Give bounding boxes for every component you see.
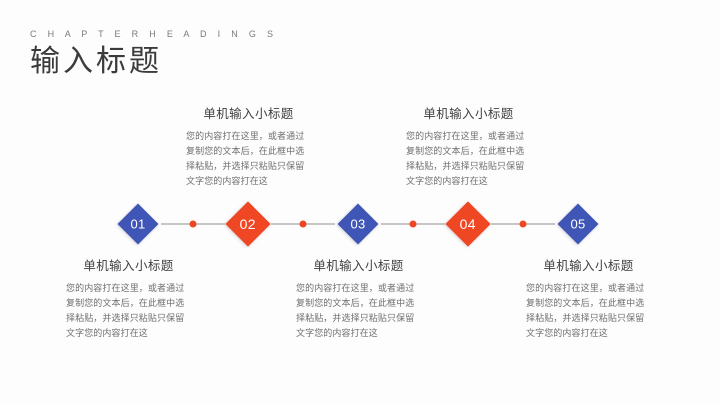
timeline-node-05-number: 05: [570, 216, 586, 232]
content-block-bottom-1-heading: 单机输入小标题: [83, 259, 174, 273]
content-block-bottom-3: 单机输入小标题 您的内容打在这里，或者通过复制您的文本后，在此框中选择粘贴，并选…: [526, 258, 651, 341]
timeline-node-01-number: 01: [130, 216, 146, 232]
content-block-bottom-2-body: 您的内容打在这里，或者通过复制您的文本后，在此框中选择粘贴，并选择只粘贴只保留文…: [296, 283, 415, 338]
content-block-bottom-1: 单机输入小标题 您的内容打在这里，或者通过复制您的文本后，在此框中选择粘贴，并选…: [66, 258, 191, 341]
content-block-bottom-2-heading: 单机输入小标题: [313, 259, 404, 273]
timeline-dot-2: [299, 220, 307, 228]
content-block-top-1-heading: 单机输入小标题: [203, 107, 294, 121]
content-block-bottom-2: 单机输入小标题 您的内容打在这里，或者通过复制您的文本后，在此框中选择粘贴，并选…: [296, 258, 421, 341]
timeline-node-04[interactable]: 04: [445, 201, 491, 247]
content-block-top-1: 单机输入小标题 您的内容打在这里，或者通过复制您的文本后，在此框中选择粘贴，并选…: [186, 106, 311, 189]
content-block-top-2-body: 您的内容打在这里，或者通过复制您的文本后，在此框中选择粘贴，并选择只粘贴只保留文…: [406, 131, 525, 186]
timeline-dot-3: [409, 220, 417, 228]
content-block-bottom-3-body: 您的内容打在这里，或者通过复制您的文本后，在此框中选择粘贴，并选择只粘贴只保留文…: [526, 283, 645, 338]
timeline-node-02-number: 02: [239, 215, 257, 232]
timeline-node-01[interactable]: 01: [117, 203, 159, 245]
timeline-node-04-number: 04: [459, 215, 477, 232]
timeline-node-05[interactable]: 05: [557, 203, 599, 245]
chapter-eyebrow-label: C H A P T E R H E A D I N G S: [30, 29, 278, 39]
content-block-bottom-3-heading: 单机输入小标题: [543, 259, 634, 273]
slide-header: C H A P T E R H E A D I N G S 输入标题: [30, 28, 277, 79]
content-block-top-2-heading: 单机输入小标题: [423, 107, 514, 121]
timeline-node-03-number: 03: [350, 216, 366, 232]
timeline-dot-1: [189, 220, 197, 228]
page-title: 输入标题: [30, 45, 162, 78]
timeline-node-03[interactable]: 03: [337, 203, 379, 245]
timeline-node-02[interactable]: 02: [225, 201, 271, 247]
timeline-dot-4: [519, 220, 527, 228]
content-block-top-2: 单机输入小标题 您的内容打在这里，或者通过复制您的文本后，在此框中选择粘贴，并选…: [406, 106, 531, 189]
content-block-top-1-body: 您的内容打在这里，或者通过复制您的文本后，在此框中选择粘贴，并选择只粘贴只保留文…: [186, 131, 305, 186]
content-block-bottom-1-body: 您的内容打在这里，或者通过复制您的文本后，在此框中选择粘贴，并选择只粘贴只保留文…: [66, 283, 185, 338]
